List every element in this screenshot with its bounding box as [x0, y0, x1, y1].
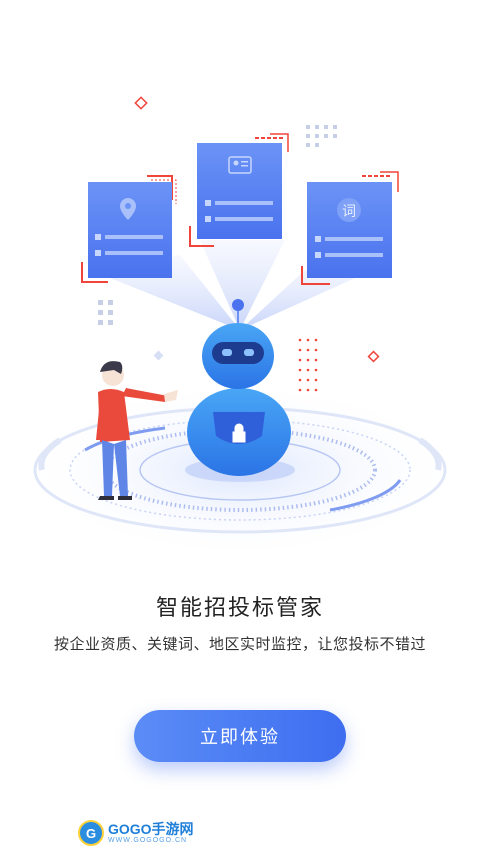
id-card-icon [228, 156, 252, 174]
lock-icon [232, 423, 246, 443]
person-illustration [96, 361, 178, 500]
keyword-card: 词 [301, 171, 399, 285]
dot-grid [306, 125, 337, 147]
dot-grid [98, 300, 113, 325]
diamond-decoration [367, 350, 380, 363]
location-card [81, 175, 177, 283]
dot-grid [298, 338, 318, 392]
page-subtitle: 按企业资质、关键词、地区实时监控，让您投标不错过 [53, 635, 426, 653]
keyword-icon [337, 198, 361, 222]
keyword-glyph: 词 [342, 204, 356, 220]
watermark-url: WWW.GOGOGO.CN [108, 836, 188, 844]
diamond-decoration [134, 96, 148, 110]
robot-illustration [185, 299, 295, 482]
qualification-card [189, 133, 289, 247]
hero-illustration: 词 [20, 96, 460, 560]
watermark-brand: GOGO手游网 [108, 820, 194, 837]
gogo-logo-icon: G [78, 820, 104, 846]
page-title: 智能招投标管家 [155, 596, 324, 621]
try-now-button[interactable]: 立即体验 [134, 710, 346, 762]
watermark: G GOGO手游网 WWW.GOGOGO.CN [78, 818, 194, 848]
light-beam [200, 240, 285, 330]
diamond-decoration [153, 350, 164, 361]
